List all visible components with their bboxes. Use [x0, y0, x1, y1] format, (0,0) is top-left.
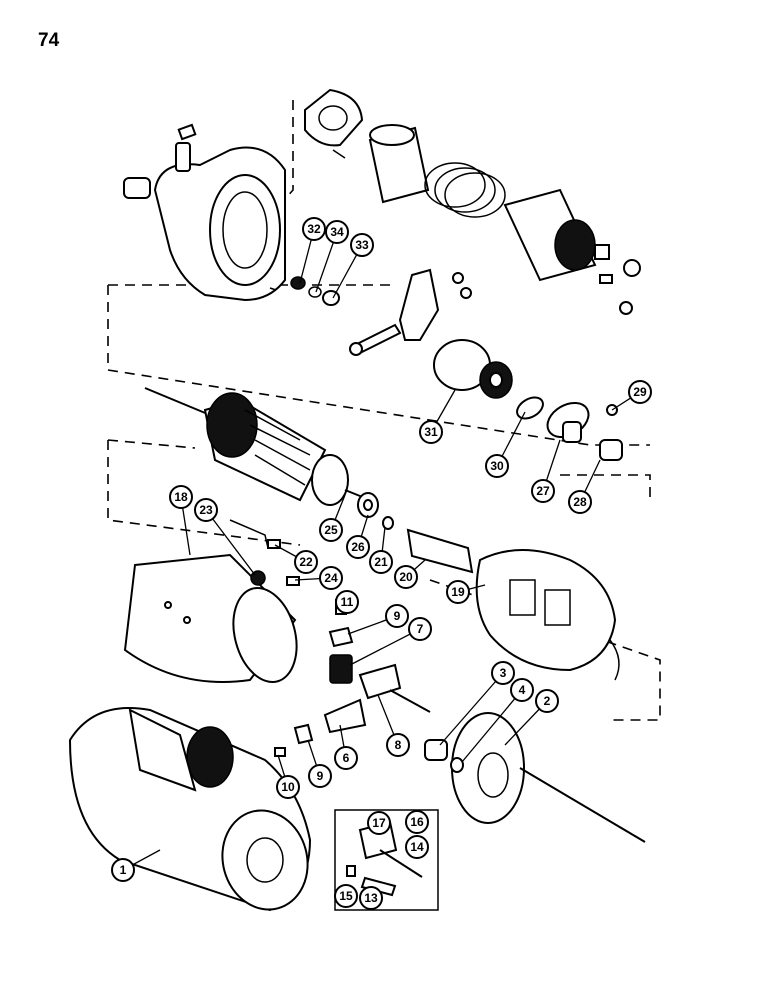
svg-text:23: 23 — [199, 503, 213, 517]
callout-4: 4 — [510, 678, 534, 702]
pole-shoe — [406, 528, 474, 574]
drive-pinion — [433, 339, 513, 399]
brush-lead-assembly — [229, 519, 300, 586]
svg-text:2: 2 — [544, 694, 551, 708]
commutator-end-frame — [424, 712, 646, 843]
svg-text:10: 10 — [281, 780, 295, 794]
assembled-starter-motor — [68, 707, 312, 912]
svg-text:26: 26 — [351, 540, 365, 554]
field-coil — [475, 549, 620, 681]
svg-text:18: 18 — [174, 490, 188, 504]
callout-24: 24 — [319, 566, 343, 590]
callout-16: 16 — [405, 810, 429, 834]
armature — [144, 387, 366, 506]
svg-text:21: 21 — [374, 555, 388, 569]
callout-25: 25 — [319, 518, 343, 542]
callout-1: 1 — [111, 858, 135, 882]
callout-18: 18 — [169, 485, 193, 509]
svg-text:9: 9 — [394, 609, 401, 623]
callout-7: 7 — [408, 617, 432, 641]
callout-28: 28 — [568, 490, 592, 514]
callout-23: 23 — [194, 498, 218, 522]
svg-text:30: 30 — [490, 459, 504, 473]
svg-text:24: 24 — [324, 571, 338, 585]
callout-22: 22 — [294, 550, 318, 574]
svg-text:32: 32 — [307, 222, 321, 236]
callout-14: 14 — [405, 835, 429, 859]
svg-text:29: 29 — [633, 385, 647, 399]
solenoid-gasket — [304, 88, 364, 159]
svg-text:9: 9 — [317, 769, 324, 783]
svg-text:22: 22 — [299, 555, 313, 569]
svg-text:7: 7 — [417, 622, 424, 636]
callout-20: 20 — [394, 565, 418, 589]
end-washers — [516, 396, 623, 461]
callout-29: 29 — [628, 380, 652, 404]
callout-2: 2 — [535, 689, 559, 713]
field-group-outline — [107, 439, 661, 721]
svg-text:15: 15 — [339, 889, 353, 903]
svg-text:19: 19 — [451, 585, 465, 599]
callout-27: 27 — [531, 479, 555, 503]
callout-31: 31 — [419, 420, 443, 444]
field-frame — [123, 553, 298, 684]
shift-lever-assembly — [349, 268, 472, 356]
callout-15: 15 — [334, 884, 358, 908]
svg-text:28: 28 — [573, 495, 587, 509]
callout-33: 33 — [350, 233, 374, 257]
drive-housing — [123, 123, 286, 302]
svg-text:31: 31 — [424, 425, 438, 439]
callout-8: 8 — [386, 733, 410, 757]
plunger-and-springs — [368, 124, 506, 218]
svg-text:14: 14 — [410, 840, 424, 854]
callout-13: 13 — [359, 886, 383, 910]
svg-text:8: 8 — [395, 738, 402, 752]
svg-text:34: 34 — [330, 225, 344, 239]
callout-26: 26 — [346, 535, 370, 559]
svg-text:4: 4 — [519, 683, 526, 697]
svg-text:16: 16 — [410, 815, 424, 829]
svg-text:13: 13 — [364, 891, 378, 905]
callout-6: 6 — [334, 746, 358, 770]
armature-washers — [357, 492, 394, 530]
svg-text:20: 20 — [399, 570, 413, 584]
callout-17: 17 — [367, 811, 391, 835]
callout-11: 11 — [335, 590, 359, 614]
brush-holder-assembly — [274, 599, 431, 757]
svg-text:27: 27 — [536, 484, 550, 498]
svg-text:6: 6 — [343, 751, 350, 765]
svg-text:1: 1 — [120, 863, 127, 877]
callout-9-upper: 9 — [385, 604, 409, 628]
callout-34: 34 — [325, 220, 349, 244]
svg-text:3: 3 — [500, 666, 507, 680]
callout-32: 32 — [302, 217, 326, 241]
callout-3: 3 — [491, 661, 515, 685]
solenoid — [503, 188, 641, 315]
callout-19: 19 — [446, 580, 470, 604]
callout-30: 30 — [485, 454, 509, 478]
svg-text:25: 25 — [324, 523, 338, 537]
drive-housing-bushings — [290, 276, 340, 306]
callout-21: 21 — [369, 550, 393, 574]
svg-text:17: 17 — [372, 816, 386, 830]
svg-text:33: 33 — [355, 238, 369, 252]
page-number: 74 — [38, 30, 60, 51]
callout-9-lower: 9 — [308, 764, 332, 788]
svg-text:11: 11 — [341, 595, 354, 609]
callout-10: 10 — [276, 775, 300, 799]
